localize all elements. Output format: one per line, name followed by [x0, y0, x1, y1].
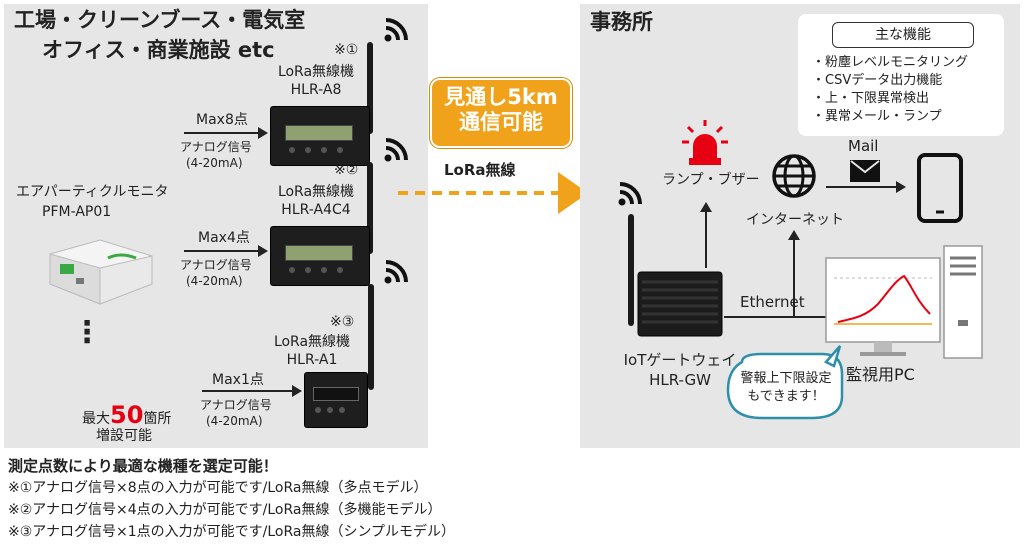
lora-arrow [398, 172, 588, 214]
left-title-line2: オフィス・商業施設 etc [42, 38, 275, 62]
expand-number: 50 [110, 401, 144, 429]
device-3-name-line2: HLR-A1 [286, 352, 338, 368]
monitoring-pc [825, 245, 983, 359]
device-2-max-points: Max4点 [198, 230, 250, 246]
arrow-head-icon [292, 385, 302, 397]
device-3-note: ※③ [330, 314, 355, 330]
lora-label: LoRa無線 [444, 161, 516, 179]
bubble-line1: 警報上下限設定 [740, 371, 832, 386]
features-title: 主な機能 [875, 27, 931, 43]
lora-device-hlr-a4c4 [270, 226, 370, 286]
antenna [367, 162, 373, 254]
left-title-line1: 工場・クリーンブース・電気室 [14, 8, 306, 32]
mail-label: Mail [848, 137, 879, 155]
wifi-icon [384, 18, 408, 42]
signal-arrow [202, 390, 294, 392]
antenna [368, 284, 374, 390]
device-3-signal-line2: (4-20mA) [206, 414, 263, 428]
device-3-signal-line1: アナログ信号 [200, 398, 272, 412]
up-arrow-head-icon [700, 202, 712, 212]
arrow-head-icon [896, 181, 906, 193]
expand-line2: 増設可能 [96, 428, 152, 444]
speech-bubble [726, 345, 844, 420]
device-2-note: ※② [334, 162, 359, 178]
notes-headline: 測定点数により最適な機種を選定可能！ [8, 457, 278, 475]
arrow-head-icon [258, 127, 268, 139]
device-1-name-line2: HLR-A8 [290, 82, 342, 98]
expand-text: 最大50箇所 [82, 401, 172, 430]
device-2-signal-line1: アナログ信号 [180, 258, 252, 272]
notes-line: ※③アナログ信号×1点の入力が可能です/LoRa無線（シンプルモデル） [8, 524, 456, 540]
up-arrow-line [793, 240, 795, 316]
bubble-line2: もできます！ [747, 389, 825, 404]
features-title-box: 主な機能 [832, 22, 974, 48]
right-title: 事務所 [590, 10, 653, 34]
device-2-name-line1: LoRa無線機 [277, 184, 355, 200]
up-arrow-line [705, 212, 707, 268]
device-1-max-points: Max8点 [196, 112, 248, 128]
expand-prefix: 最大 [82, 411, 110, 427]
range-line2: 通信可能 [459, 110, 543, 135]
ethernet-line [724, 316, 832, 318]
up-arrow-head-icon [788, 230, 800, 240]
wifi-icon [618, 182, 642, 206]
alarm-lamp-icon [682, 120, 728, 165]
range-line1: 見通し5km [444, 85, 558, 109]
feature-item: ・CSVデータ出力機能 [812, 73, 943, 88]
notes-line: ※①アナログ信号×8点の入力が可能です/LoRa無線（多点モデル） [8, 480, 428, 496]
device-1-signal-line2: (4-20mA) [186, 156, 243, 170]
device-2-name-line2: HLR-A4C4 [281, 202, 351, 218]
device-3-name-line1: LoRa無線機 [273, 334, 351, 350]
mail-icon [850, 160, 880, 182]
pc-label: 監視用PC [846, 365, 915, 384]
wifi-icon [384, 138, 408, 162]
expand-suffix: 箇所 [143, 411, 172, 427]
device-1-name-line1: LoRa無線機 [277, 64, 355, 80]
vertical-dots: ⋮ [72, 315, 102, 350]
internet-label: インターネット [746, 212, 844, 228]
signal-arrow [184, 250, 260, 252]
wifi-icon [384, 260, 408, 284]
device-2-signal-line2: (4-20mA) [186, 274, 243, 288]
device-3-max-points: Max1点 [212, 372, 264, 388]
lamp-label: ランプ・ブザー [662, 172, 760, 188]
mail-arrow [826, 186, 898, 188]
feature-item: ・異常メール・ランプ [812, 109, 942, 124]
device-1-note: ※① [334, 42, 359, 58]
lora-device-hlr-a8 [270, 106, 370, 166]
tablet-icon [917, 153, 963, 223]
range-badge: 見通し5km 通信可能 [430, 78, 572, 148]
arrow-head-icon [258, 245, 268, 257]
ethernet-label: Ethernet [740, 293, 805, 311]
gateway-line2: HLR-GW [649, 371, 711, 389]
lora-device-hlr-a1 [304, 372, 368, 428]
antenna [628, 214, 634, 326]
feature-item: ・上・下限異常検出 [812, 91, 930, 106]
notes-line: ※②アナログ信号×4点の入力が可能です/LoRa無線（多機能モデル） [8, 502, 442, 518]
signal-arrow [184, 132, 260, 134]
globe-icon [772, 154, 816, 198]
sensor-label-line2: PFM-AP01 [42, 204, 112, 220]
device-1-signal-line1: アナログ信号 [180, 140, 252, 154]
particle-monitor-device [49, 239, 153, 305]
iot-gateway-device [637, 271, 723, 337]
sensor-label-line1: エアパーティクルモニタ [16, 184, 169, 200]
gateway-line1: IoTゲートウェイ [623, 351, 737, 369]
feature-item: ・粉塵レベルモニタリング [812, 55, 969, 70]
antenna [367, 42, 373, 134]
